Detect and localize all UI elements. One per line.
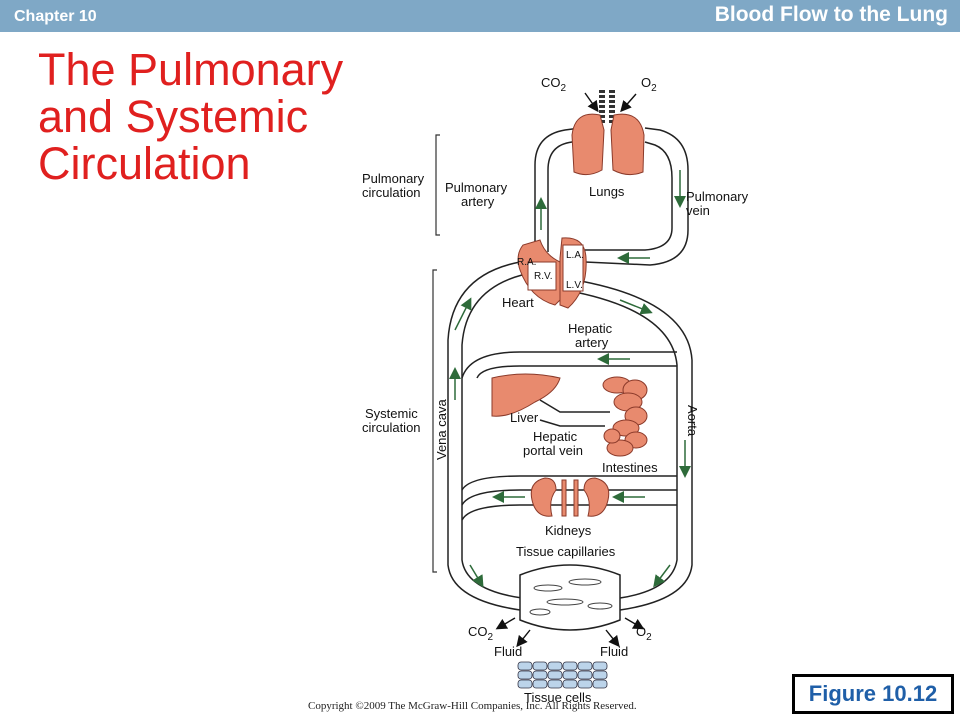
liver-label: Liver (510, 410, 539, 425)
kidney-branch-vessel (461, 504, 677, 521)
middle-branch-vessel (461, 475, 677, 491)
hepatic-artery-label-2: artery (575, 335, 609, 350)
pulmonary-artery-vessel (534, 127, 581, 250)
exchange-arrows (495, 92, 645, 648)
tissue-capillary-bed (519, 564, 621, 631)
pulmonary-artery-label-1: Pulmonary (445, 180, 508, 195)
o2-bottom-label: O2 (636, 624, 652, 643)
tissue-capillaries-label: Tissue capillaries (516, 544, 616, 559)
rv-label: R.V. (534, 271, 553, 282)
pulmonary-vein-label-1: Pulmonary (686, 189, 749, 204)
la-label: L.A. (566, 250, 584, 261)
aorta-label: Aorta (685, 405, 700, 437)
fluid-right-label: Fluid (600, 644, 628, 659)
systemic-circulation-label-2: circulation (362, 420, 421, 435)
tissue-cells-illustration (517, 661, 608, 689)
chapter-label: Chapter 10 (14, 8, 97, 25)
o2-top-label: O2 (641, 75, 657, 94)
lv-label: L.V. (566, 280, 583, 291)
kidneys-label: Kidneys (545, 523, 592, 538)
fluid-left-label: Fluid (494, 644, 522, 659)
systemic-bracket (432, 269, 437, 573)
pulmonary-circulation-label-1: Pulmonary (362, 171, 425, 186)
tissue-cells-label: Tissue cells (524, 690, 592, 705)
lungs-label: Lungs (589, 184, 625, 199)
figure-label: Figure 10.12 (808, 681, 938, 706)
co2-top-label: CO2 (541, 75, 567, 94)
pulmonary-vein-label-2: vein (686, 203, 710, 218)
lungs-illustration (571, 90, 645, 176)
hepatic-artery-vessel (461, 351, 677, 379)
slide-title: The Pulmonary and Systemic Circulation (38, 46, 343, 187)
pulmonary-vein-vessel (584, 127, 689, 266)
trachea (599, 90, 615, 125)
right-lung (610, 113, 645, 176)
vessel-outlines (447, 127, 693, 611)
co2-bottom-label: CO2 (468, 624, 494, 643)
systemic-circulation-label-1: Systemic (365, 406, 418, 421)
hepatic-portal-vein-label-1: Hepatic (533, 429, 578, 444)
heart-label: Heart (502, 295, 534, 310)
aorta-vessel (574, 279, 693, 611)
pulmonary-circulation-label-2: circulation (362, 185, 421, 200)
figure-label-box: Figure 10.12 (792, 674, 954, 714)
ra-label: R.A. (517, 257, 536, 268)
section-title: Blood Flow to the Lung (714, 3, 948, 26)
kidneys-illustration (530, 477, 610, 517)
hepatic-artery-label-1: Hepatic (568, 321, 613, 336)
heart-illustration (517, 237, 587, 309)
pulmonary-artery-label-2: artery (461, 194, 495, 209)
hepatic-portal-vein-label-2: portal vein (523, 443, 583, 458)
title-line-2: and Systemic (38, 91, 309, 142)
title-line-3: Circulation (38, 138, 251, 189)
header-bar: Chapter 10 Blood Flow to the Lung (0, 0, 960, 32)
intestines-label: Intestines (602, 460, 658, 475)
flow-arrows (449, 170, 691, 588)
liver-illustration (491, 373, 561, 417)
intestines-illustration (602, 376, 648, 457)
hepatic-portal-vessel (539, 399, 610, 413)
pulmonary-bracket (435, 134, 440, 236)
vena-cava-vessel (447, 261, 521, 611)
left-lung (571, 113, 605, 176)
vena-cava-label: Vena cava (434, 399, 449, 460)
copyright-notice: Copyright ©2009 The McGraw-Hill Companie… (308, 700, 637, 712)
title-line-1: The Pulmonary (38, 44, 344, 95)
